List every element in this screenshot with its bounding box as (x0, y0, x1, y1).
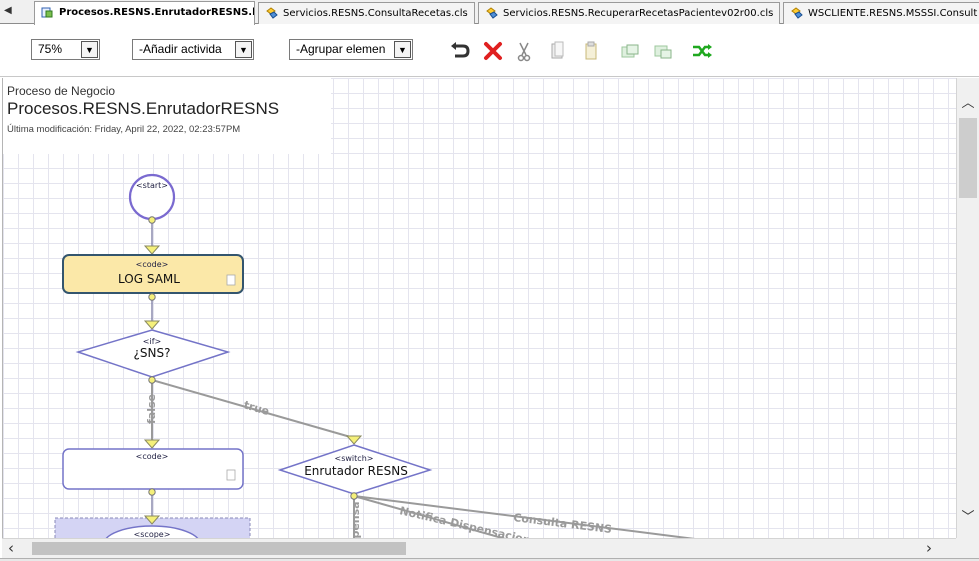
process-kind: Proceso de Negocio (7, 84, 116, 98)
switch-label: Enrutador RESNS (304, 464, 408, 478)
scroll-left-icon[interactable]: ‹ (8, 539, 14, 557)
code-type-label: <code> (136, 452, 169, 461)
switch-node-enrutador[interactable]: <switch> Enrutador RESNS (277, 435, 433, 500)
start-node[interactable]: <start> (128, 173, 176, 224)
chevron-down-icon[interactable]: ▼ (235, 41, 252, 58)
class-icon (486, 7, 498, 19)
code-node-log-saml[interactable]: <code> LOG SAML (62, 245, 244, 301)
status-strip (0, 558, 979, 561)
consulta-branch-label: Consulta RESNS (513, 511, 613, 536)
process-info-box: Proceso de Negocio Procesos.RESNS.Enruta… (3, 78, 331, 154)
tab-scroll-left-icon[interactable]: ◀ (4, 5, 12, 16)
vertical-scrollbar[interactable]: ︿ ﹀ (956, 78, 979, 538)
tab-label: Procesos.RESNS.EnrutadorRESNS.bpl (59, 7, 255, 18)
connector-notifica (353, 495, 506, 538)
process-name: Procesos.RESNS.EnrutadorRESNS (7, 99, 280, 118)
scroll-up-icon[interactable]: ︿ (961, 96, 975, 111)
if-node-sns[interactable]: <if> ¿SNS? (75, 320, 231, 384)
horizontal-scroll-thumb[interactable] (32, 542, 406, 555)
paste-icon[interactable] (579, 39, 603, 63)
scroll-right-icon[interactable]: › (926, 539, 932, 557)
add-activity-select[interactable]: -Añadir activida ▼ (132, 39, 254, 60)
zoom-value: 75% (38, 42, 63, 56)
tab-label: Servicios.RESNS.RecuperarRecetasPaciente… (503, 8, 774, 19)
group-select[interactable]: -Agrupar elemen ▼ (289, 39, 413, 60)
true-branch-label: true (242, 398, 271, 418)
chevron-down-icon[interactable]: ▼ (81, 41, 98, 58)
tab-label: Servicios.RESNS.ConsultaRecetas.cls (283, 8, 468, 19)
connector-consulta (353, 495, 696, 538)
scope-type-label: <scope> (134, 530, 171, 538)
start-label: <start> (136, 181, 168, 190)
scrollbar-corner (956, 538, 979, 558)
dispensa-branch-label: Dispensa (349, 501, 362, 538)
copy-icon[interactable] (546, 39, 570, 63)
class-icon (791, 7, 803, 19)
if-type-label: <if> (143, 337, 161, 346)
code-type-label: <code> (136, 260, 169, 269)
cut-icon[interactable] (512, 39, 536, 63)
annotation-icon[interactable] (226, 469, 236, 481)
undo-icon[interactable] (447, 39, 471, 63)
false-branch-label: false (145, 394, 158, 424)
tab-enrutador-bpl[interactable]: Procesos.RESNS.EnrutadorRESNS.bpl (34, 1, 255, 25)
document-tab-bar: ◀ Procesos.RESNS.EnrutadorRESNS.bpl Serv… (0, 0, 979, 25)
scope-node[interactable]: <scope> (54, 515, 251, 538)
add-activity-value: -Añadir activida (139, 42, 222, 56)
chevron-down-icon[interactable]: ▼ (394, 41, 411, 58)
diagram-toolbar: 75% ▼ -Añadir activida ▼ -Agrupar elemen… (0, 25, 979, 77)
code-node-empty[interactable]: <code> (62, 439, 244, 496)
if-label: ¿SNS? (134, 346, 171, 360)
zoom-select[interactable]: 75% ▼ (31, 39, 100, 60)
group-value: -Agrupar elemen (296, 42, 386, 56)
annotation-icon[interactable] (226, 274, 236, 286)
bpl-diagram: <start> <code> LOG SAML <if> ¿SNS? false… (54, 173, 696, 538)
delete-icon[interactable] (481, 39, 505, 63)
tab-label: WSCLIENTE.RESNS.MSSSI.Consult (808, 8, 978, 19)
horizontal-scrollbar[interactable]: ‹ › (2, 538, 956, 558)
ungroup-activities-icon[interactable] (651, 39, 675, 63)
tab-consulta-recetas[interactable]: Servicios.RESNS.ConsultaRecetas.cls (258, 2, 475, 24)
code-label: LOG SAML (118, 272, 180, 286)
process-icon (41, 7, 53, 18)
bpl-diagram-canvas[interactable]: <start> <code> LOG SAML <if> ¿SNS? false… (2, 78, 956, 538)
scroll-down-icon[interactable]: ﹀ (961, 510, 975, 525)
connector-true (151, 379, 355, 439)
shuffle-icon[interactable] (690, 39, 714, 63)
group-activities-icon[interactable] (618, 39, 642, 63)
switch-type-label: <switch> (335, 454, 374, 463)
vertical-scroll-thumb[interactable] (959, 118, 977, 198)
class-icon (266, 7, 278, 19)
tab-wscliente[interactable]: WSCLIENTE.RESNS.MSSSI.Consult (783, 2, 979, 24)
tab-recuperar-recetas[interactable]: Servicios.RESNS.RecuperarRecetasPaciente… (478, 2, 780, 24)
process-modified: Última modificación: Friday, April 22, 2… (7, 124, 241, 135)
